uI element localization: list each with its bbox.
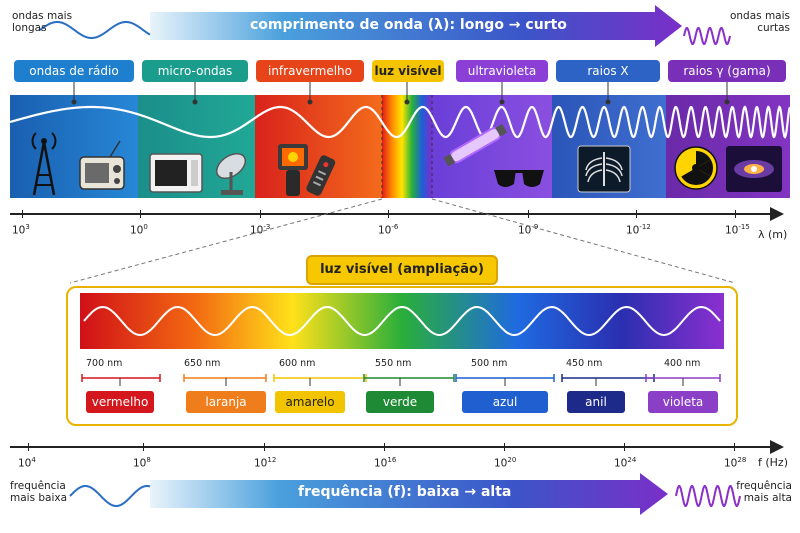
band-label-xrays: raios X xyxy=(556,60,660,82)
axis-tick xyxy=(264,443,265,451)
wavelength-axis xyxy=(10,213,780,215)
uv-lamp-icon xyxy=(443,123,508,167)
nm-tick-label: 700 nm xyxy=(86,358,123,369)
xray-icon xyxy=(577,145,631,193)
radio-icon xyxy=(79,140,125,190)
color-range-bracket xyxy=(81,374,161,382)
radiation-icon xyxy=(674,146,718,190)
nm-tick-label: 400 nm xyxy=(664,358,701,369)
color-label-amarelo: amarelo xyxy=(275,391,345,413)
axis-tick-label: 100 xyxy=(130,223,148,237)
axis-tick xyxy=(735,210,736,218)
satellite-dish-icon xyxy=(215,152,247,195)
nm-tick-label: 500 nm xyxy=(471,358,508,369)
zoom-connector xyxy=(69,198,736,284)
nm-tick-label: 600 nm xyxy=(279,358,316,369)
color-label-vermelho: vermelho xyxy=(86,391,154,413)
axis-tick xyxy=(636,210,637,218)
spectrum-strip xyxy=(9,82,792,198)
band-label-visible: luz visível xyxy=(372,60,444,82)
color-range-bracket xyxy=(363,374,455,382)
galaxy-icon xyxy=(726,146,782,192)
color-label-azul: azul xyxy=(462,391,548,413)
sunglasses-icon xyxy=(494,170,544,187)
axis-tick-label: 108 xyxy=(133,456,151,470)
axis-tick-label: 103 xyxy=(12,223,30,237)
axis-tick-label: 10-12 xyxy=(626,223,651,237)
band-label-ultraviolet: ultravioleta xyxy=(456,60,548,82)
axis-tick-label: 1020 xyxy=(494,456,517,470)
frequency-direction-label: frequência (f): baixa → alta xyxy=(298,484,512,500)
visible-zoom-title: luz visível (ampliação) xyxy=(306,255,498,285)
nm-tick-label: 550 nm xyxy=(375,358,412,369)
band-label-microwave: micro-ondas xyxy=(142,60,248,82)
low-frequency-wave-icon xyxy=(69,485,151,507)
axis-tick xyxy=(388,210,389,218)
nm-tick-label: 450 nm xyxy=(566,358,603,369)
axis-tick-label: 1016 xyxy=(374,456,397,470)
axis-tick xyxy=(624,443,625,451)
band-label-infrared: infravermelho xyxy=(256,60,364,82)
axis-tick-label: 10-15 xyxy=(725,223,750,237)
axis-tick xyxy=(140,210,141,218)
axis-arrow-icon xyxy=(770,207,784,221)
color-label-anil: anil xyxy=(567,391,625,413)
axis-tick-label: 10-6 xyxy=(378,223,399,237)
color-label-laranja: laranja xyxy=(186,391,266,413)
axis-tick xyxy=(504,443,505,451)
frequency-axis xyxy=(10,446,780,448)
color-range-bracket xyxy=(561,374,655,382)
short-wave-icon xyxy=(683,27,731,45)
color-label-violeta: violeta xyxy=(648,391,718,413)
wavelength-direction-label: comprimento de onda (λ): longo → curto xyxy=(250,17,567,33)
bottom-arrow-graphic xyxy=(69,473,741,515)
visible-spectrum xyxy=(80,293,724,349)
radio-tower-icon xyxy=(31,132,57,196)
remote-control-icon xyxy=(306,155,336,196)
color-range-bracket xyxy=(183,374,267,382)
band-label-gamma: raios γ (gama) xyxy=(668,60,786,82)
band-label-radio: ondas de rádio xyxy=(14,60,134,82)
axis-tick-label: 1028 xyxy=(724,456,747,470)
axis-tick-label: 1024 xyxy=(614,456,637,470)
top-arrow-graphic xyxy=(39,5,731,47)
microwave-icon xyxy=(149,153,203,193)
axis-tick xyxy=(260,210,261,218)
high-frequency-wave-icon xyxy=(675,485,741,507)
axis-arrow-icon xyxy=(770,440,784,454)
thermal-camera-icon xyxy=(278,144,308,196)
axis-tick xyxy=(22,210,23,218)
long-wave-icon xyxy=(39,21,151,39)
axis-tick xyxy=(384,443,385,451)
axis-tick xyxy=(143,443,144,451)
axis-tick-label: 104 xyxy=(18,456,36,470)
nm-tick-label: 650 nm xyxy=(184,358,221,369)
axis-tick xyxy=(734,443,735,451)
axis-tick xyxy=(28,443,29,451)
color-label-verde: verde xyxy=(366,391,434,413)
axis-tick-label: 1012 xyxy=(254,456,277,470)
frequency-unit: f (Hz) xyxy=(758,456,788,469)
axis-tick xyxy=(528,210,529,218)
wavelength-unit: λ (m) xyxy=(758,228,788,241)
color-brackets xyxy=(81,374,721,386)
color-range-bracket xyxy=(273,374,367,382)
